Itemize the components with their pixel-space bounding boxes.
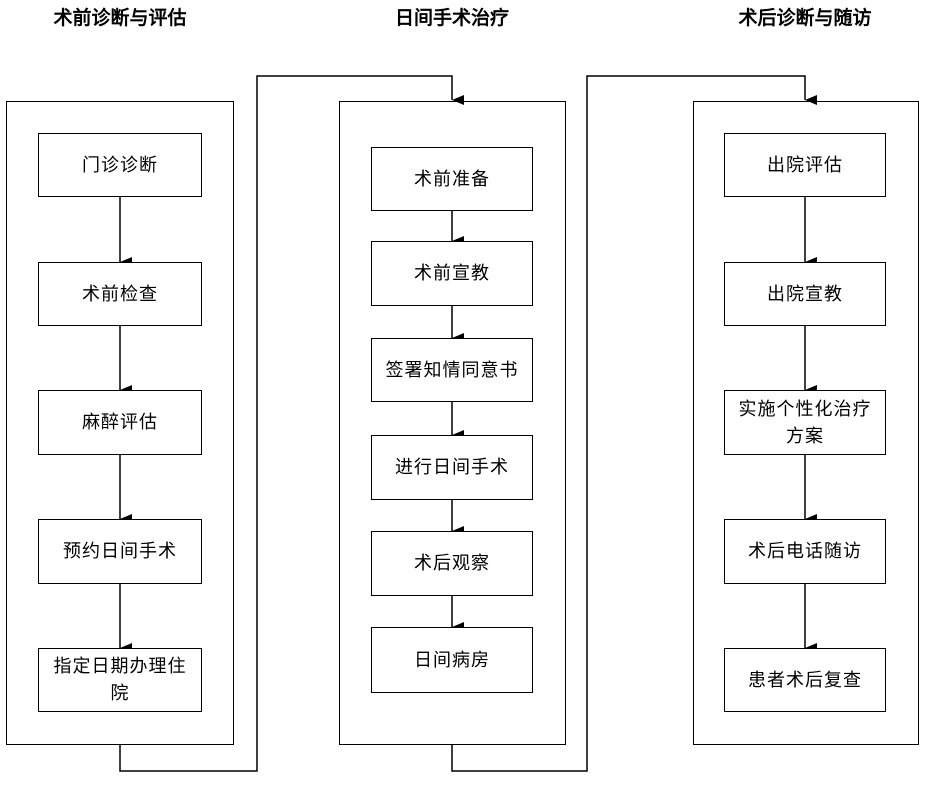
step-preop-preparation: 术前准备 [371, 147, 533, 211]
step-postop-phone-followup: 术后电话随访 [724, 519, 886, 584]
step-day-ward: 日间病房 [371, 627, 533, 693]
step-discharge-education: 出院宣教 [724, 262, 886, 326]
column-title-preop: 术前诊断与评估 [53, 7, 187, 29]
step-preop-examination: 术前检查 [38, 262, 202, 326]
step-perform-day-surgery: 进行日间手术 [371, 435, 533, 500]
step-outpatient-diagnosis: 门诊诊断 [38, 133, 202, 197]
step-discharge-assessment: 出院评估 [724, 133, 886, 197]
step-postop-recheck: 患者术后复查 [724, 648, 886, 712]
step-personalized-treatment: 实施个性化治疗方案 [724, 390, 886, 455]
step-preop-education: 术前宣教 [371, 241, 533, 306]
column-title-postop: 术后诊断与随访 [738, 7, 872, 29]
step-anesthesia-assessment: 麻醉评估 [38, 390, 202, 455]
column-title-surgery: 日间手术治疗 [394, 7, 509, 29]
step-book-day-surgery: 预约日间手术 [38, 519, 202, 584]
connector-col1-to-col2 [119, 75, 464, 772]
step-postop-observation: 术后观察 [371, 531, 533, 596]
connector-col2-to-col3 [451, 75, 817, 772]
step-admission-on-date: 指定日期办理住院 [38, 648, 202, 712]
step-informed-consent: 签署知情同意书 [371, 338, 533, 402]
